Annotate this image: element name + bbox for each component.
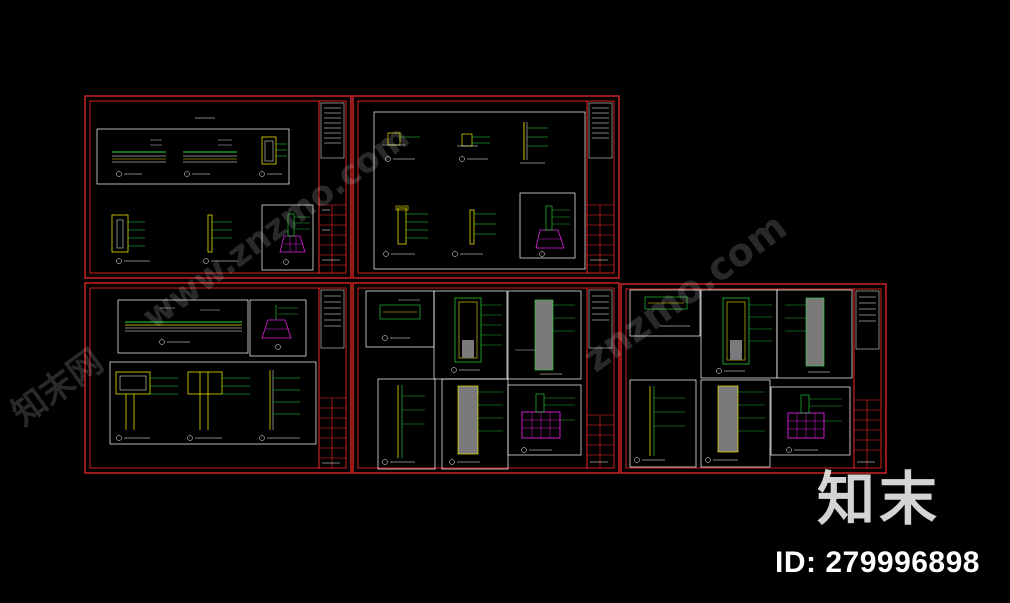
title-block xyxy=(586,287,615,469)
detail-panel-lower xyxy=(111,204,314,271)
detail-panels xyxy=(365,290,582,470)
drawing-sheet-3[interactable] xyxy=(84,282,352,474)
drawing-sheet-1[interactable] xyxy=(84,95,352,279)
drawing-sheet-4[interactable] xyxy=(352,282,620,474)
detail-panel xyxy=(373,111,586,270)
detail-panel-top xyxy=(96,117,290,185)
asset-id-label: ID: 279996898 xyxy=(775,546,980,579)
title-block xyxy=(586,100,615,274)
sheet-border xyxy=(620,283,887,474)
sheet-border xyxy=(84,95,352,279)
title-block xyxy=(853,288,882,469)
sheet-border xyxy=(84,282,352,474)
title-block xyxy=(318,287,347,469)
title-block xyxy=(318,100,347,274)
sheet-border xyxy=(352,95,620,279)
detail-panel-lower xyxy=(109,361,317,445)
drawing-sheet-5[interactable] xyxy=(620,283,887,474)
drawing-sheet-2[interactable] xyxy=(352,95,620,279)
brand-logo-text: 知末 xyxy=(817,465,942,533)
detail-panel-top xyxy=(117,299,307,357)
detail-panels xyxy=(629,289,853,468)
sheet-border xyxy=(352,282,620,474)
